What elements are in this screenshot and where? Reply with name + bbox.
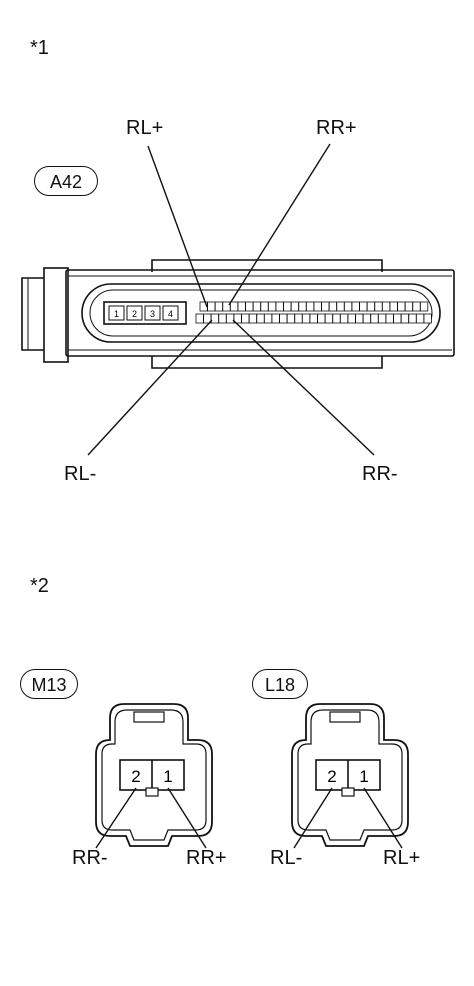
a42-pin-cell xyxy=(415,313,425,324)
a42-pin-cell xyxy=(366,301,376,312)
a42-pin-cell xyxy=(339,313,349,324)
a42-pin-cell xyxy=(328,301,338,312)
a42-pin-cell xyxy=(404,301,414,312)
a42-pin-cell xyxy=(347,313,356,324)
a42-pin-cell xyxy=(332,313,341,324)
label-rr-minus: RR- xyxy=(362,463,398,485)
a42-pin-cell xyxy=(260,301,269,312)
a42-pin-cell xyxy=(343,301,353,312)
a42-pin-cell xyxy=(241,313,250,324)
a42-pin-cell xyxy=(275,301,284,312)
a42-small-pin-1: 1 xyxy=(114,309,119,319)
a42-pin-cell xyxy=(419,301,429,312)
a42-pin-cell xyxy=(374,301,383,312)
a42-pin-cell xyxy=(218,313,227,324)
a42-pin-cell xyxy=(237,301,246,312)
label-l18-right: RL+ xyxy=(383,847,421,869)
label-m13-left: RR- xyxy=(72,847,108,869)
a42-small-pin-4: 4 xyxy=(168,309,173,319)
a42-pin-cell xyxy=(256,313,265,324)
l18-pin-1: 1 xyxy=(359,767,368,786)
a42-pin-cell xyxy=(229,301,239,312)
leader-rr-minus xyxy=(232,319,375,456)
a42-pin-cell xyxy=(321,301,330,312)
a42-pin-cell xyxy=(317,313,326,324)
a42-pin-cell xyxy=(305,301,315,312)
a42-pin-cell xyxy=(412,301,421,312)
section-1-marker: *1 xyxy=(30,37,49,59)
l18-pin-2: 2 xyxy=(327,767,336,786)
a42-connector-body xyxy=(21,259,455,369)
a42-small-pin-block: 1 2 3 4 xyxy=(108,305,179,321)
a42-large-pin-array xyxy=(195,301,432,324)
a42-pin-cell xyxy=(298,301,307,312)
connector-tag-a42: A42 xyxy=(34,166,98,196)
label-rl-minus: RL- xyxy=(64,463,97,485)
a42-pin-cell xyxy=(263,313,273,324)
a42-pin-cell xyxy=(214,301,223,312)
a42-pin-cell xyxy=(423,313,432,324)
a42-pin-cell xyxy=(313,301,322,312)
a42-pin-cell xyxy=(286,313,296,324)
a42-pin-cell xyxy=(389,301,398,312)
connector-tag-m13: M13 xyxy=(20,669,78,699)
a42-pin-cell xyxy=(210,313,219,324)
a42-pin-cell xyxy=(351,301,360,312)
a42-pin-cell xyxy=(359,301,368,312)
a42-pin-cell xyxy=(290,301,300,312)
a42-pin-cell xyxy=(400,313,410,324)
a42-pin-cell xyxy=(222,301,231,312)
a42-pin-cell xyxy=(252,301,261,312)
section-2-marker: *2 xyxy=(30,575,49,597)
a42-pin-cell xyxy=(294,313,303,324)
m13-connector xyxy=(95,703,213,847)
a42-pin-cell xyxy=(279,313,288,324)
a42-pin-cell xyxy=(336,301,345,312)
a42-leader-lines xyxy=(87,143,375,456)
a42-pin-cell xyxy=(271,313,280,324)
leader-rl-plus xyxy=(147,145,208,308)
a42-pin-cell xyxy=(370,313,379,324)
a42-pin-cell xyxy=(283,301,292,312)
a42-pin-cell xyxy=(195,313,204,324)
a42-pin-cell xyxy=(393,313,402,324)
a42-pin-cell xyxy=(207,301,216,312)
a42-pin-cell xyxy=(301,313,311,324)
a42-pin-cell xyxy=(225,313,235,324)
a42-pin-cell xyxy=(408,313,417,324)
connector-tag-l18: L18 xyxy=(252,669,308,699)
label-rl-plus: RL+ xyxy=(126,117,164,139)
a42-pin-cell xyxy=(309,313,318,324)
label-m13-right: RR+ xyxy=(186,847,227,869)
a42-pin-cell xyxy=(362,313,372,324)
m13-leader-lines xyxy=(95,787,207,849)
a42-pin-cell xyxy=(355,313,364,324)
leader-rr-plus xyxy=(228,143,331,306)
label-l18-left: RL- xyxy=(270,847,303,869)
a42-pin-cell xyxy=(245,301,254,312)
a42-small-pin-2: 2 xyxy=(132,309,137,319)
l18-connector xyxy=(291,703,409,847)
a42-pin-cell xyxy=(377,313,387,324)
a42-pin-cell xyxy=(324,313,334,324)
a42-pin-cell xyxy=(267,301,277,312)
a42-pin-cell xyxy=(385,313,394,324)
a42-small-pin-3: 3 xyxy=(150,309,155,319)
leader-rl-minus xyxy=(87,319,213,456)
a42-pin-cell xyxy=(381,301,391,312)
l18-leader-lines xyxy=(293,787,403,849)
m13-pin-1: 1 xyxy=(163,767,172,786)
a42-pin-cell xyxy=(397,301,406,312)
m13-pin-2: 2 xyxy=(131,767,140,786)
a42-pin-cell xyxy=(248,313,257,324)
label-rr-plus: RR+ xyxy=(316,117,357,139)
